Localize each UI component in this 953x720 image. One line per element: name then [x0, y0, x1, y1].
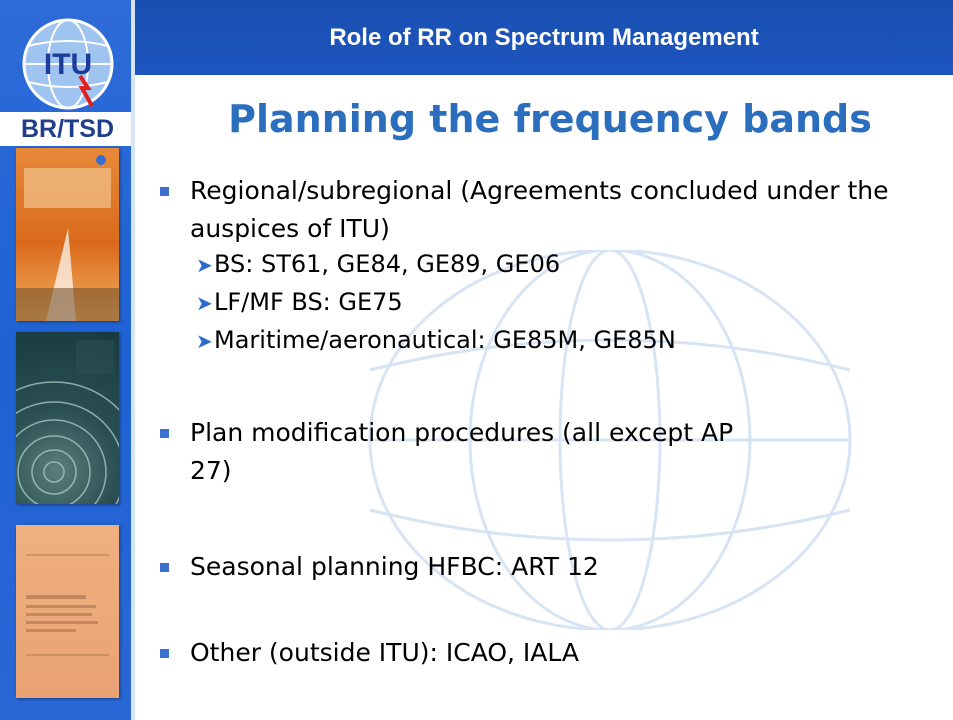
arrow-bullet-icon: ➤: [196, 291, 213, 315]
bullet-square-icon: [160, 187, 169, 196]
sub-bullet-item: ➤Maritime/aeronautical: GE85M, GE85N: [196, 322, 676, 359]
final-acts-book-icon: [0, 332, 145, 563]
sub-bullet-item: ➤BS: ST61, GE84, GE89, GE06: [196, 246, 560, 283]
bullet-text: Seasonal planning HFBC: ART 12: [190, 552, 599, 581]
final-acts-book-icon: [16, 148, 119, 321]
logo-text: ITU: [44, 48, 92, 81]
bullet-square-icon: [160, 563, 169, 572]
sub-bullet-item: ➤LF/MF BS: GE75: [196, 284, 403, 321]
bullet-text: Other (outside ITU): ICAO, IALA: [190, 638, 580, 667]
slide-title: Planning the frequency bands: [228, 97, 872, 141]
bullet-square-icon: [160, 649, 169, 658]
bullet-square-icon: [160, 429, 169, 438]
bullet-text: Regional/subregional (Agreements conclud…: [190, 176, 889, 243]
bullet-item: Plan modification procedures (all except…: [160, 414, 750, 490]
bullet-item: Other (outside ITU): ICAO, IALA: [160, 634, 950, 672]
arrow-bullet-icon: ➤: [196, 253, 213, 277]
bullet-item: Seasonal planning HFBC: ART 12: [160, 548, 950, 586]
sub-bullet-text: LF/MF BS: GE75: [214, 288, 403, 316]
globe-watermark-icon: [368, 250, 852, 630]
itu-logo-icon: ITU: [22, 18, 114, 110]
bullet-item: Regional/subregional (Agreements conclud…: [160, 172, 950, 248]
final-acts-book-icon: [16, 525, 119, 698]
br-tsd-badge: BR/TSD: [0, 112, 135, 146]
left-sidebar: ITU BR/TSD: [0, 0, 145, 720]
header-title: Role of RR on Spectrum Management: [329, 24, 759, 51]
bullet-text: Plan modification procedures (all except…: [190, 418, 734, 485]
arrow-bullet-icon: ➤: [196, 329, 213, 353]
sub-bullet-text: Maritime/aeronautical: GE85M, GE85N: [214, 326, 676, 354]
header-bar: Role of RR on Spectrum Management: [135, 0, 953, 75]
sub-bullet-text: BS: ST61, GE84, GE89, GE06: [214, 250, 561, 278]
